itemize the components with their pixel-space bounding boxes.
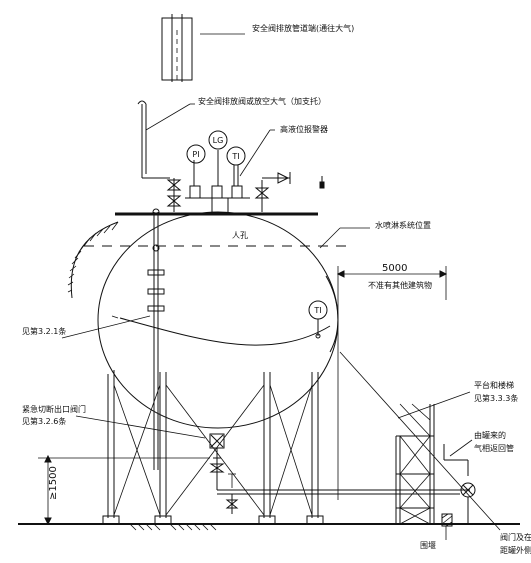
dimension-1500: [38, 454, 236, 526]
label-ref-3-2-1: 见第3.2.1条: [22, 326, 66, 336]
ground-line: [18, 523, 520, 531]
instrument-ti-top: TI: [226, 146, 246, 166]
relief-valve-pipe: [137, 100, 195, 179]
top-platform: [115, 208, 318, 216]
emergency-leader: [75, 415, 206, 439]
ti-side-label: TI: [313, 306, 321, 315]
label-emergency-valve-1: 紧急切断出口阀门: [22, 404, 86, 414]
label-spray-water: 水喷淋系统位置: [375, 220, 431, 230]
vent-stack: [161, 14, 245, 82]
ref-321-leader: [61, 315, 151, 339]
fence-block: [441, 513, 453, 527]
label-platform-1: 平台和楼梯: [474, 380, 514, 390]
spray-leader: [319, 227, 341, 249]
label-vapor-return-1: 由罐来的: [474, 430, 506, 440]
support-legs: [102, 370, 324, 525]
label-dimension-5000: 5000: [382, 263, 407, 274]
lg-label: LG: [213, 136, 224, 145]
label-high-level-alarm: 高液位报警器: [280, 124, 328, 134]
label-vapor-return-2: 气相返回管: [474, 443, 514, 453]
left-hatch: [67, 221, 119, 299]
label-no-obstruction: 不准有其他建筑物: [368, 280, 432, 290]
label-relief-valve-outlet: 安全阀排放阀或放空大气（加支托）: [198, 96, 326, 106]
label-dimension-1500: ≥1500: [48, 466, 59, 500]
instrument-lg: LG: [208, 130, 228, 150]
platform-leader: [397, 391, 471, 419]
boundary-diagonal: [339, 351, 501, 531]
instrument-pi: PI: [186, 144, 206, 164]
dimension-5000: [336, 266, 448, 500]
ti-top-label: TI: [231, 152, 239, 161]
alarm-leader: [239, 129, 271, 177]
label-emergency-valve-2: 见第3.2.6条: [22, 416, 66, 426]
label-manway: 人孔: [232, 231, 248, 240]
pi-label: PI: [192, 150, 199, 159]
label-valve-box-1: 阀门及在: [500, 532, 531, 542]
stair-tower: [395, 403, 435, 525]
label-valve-box-2: 距罐外侧: [500, 545, 531, 555]
vapor-leader: [449, 439, 473, 457]
label-fence: 围堰: [420, 540, 436, 550]
label-platform-2: 见第3.3.3条: [474, 393, 518, 403]
instrument-ti-side: TI: [308, 300, 328, 339]
top-valves: [166, 150, 325, 212]
vapor-return-pipe: [443, 444, 476, 524]
label-vent-pipe: 安全阀排放管道端(通往大气): [252, 23, 354, 33]
liquid-line: [217, 489, 470, 500]
bottom-outlet-valve: [209, 433, 239, 514]
spherical-tank: [84, 211, 350, 470]
